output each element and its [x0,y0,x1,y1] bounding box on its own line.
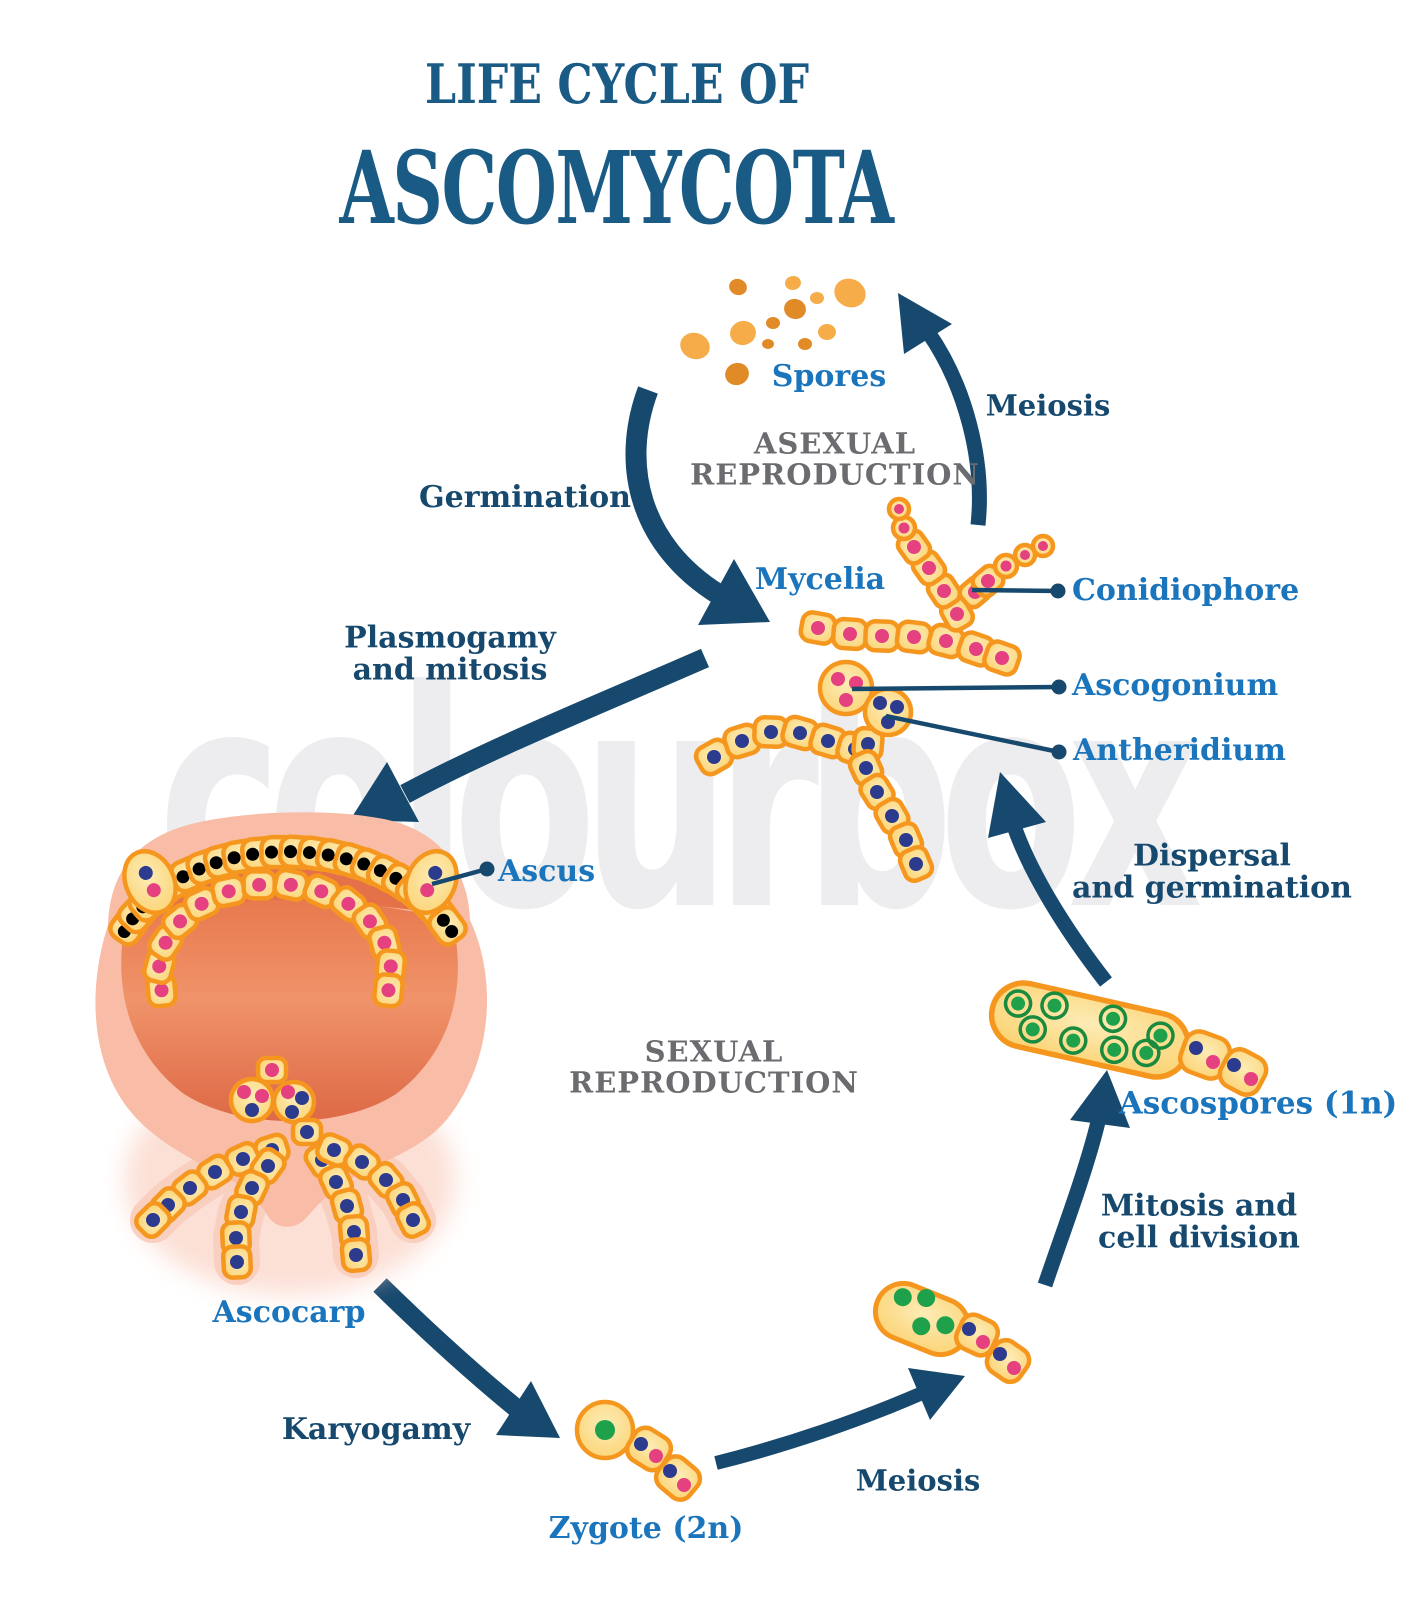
conidiophore-label: Conidiophore [1072,572,1300,608]
sexual-line2: REPRODUCTION [569,1066,859,1100]
ascogonium-leader [851,679,1067,695]
meiosis-bottom-label: Meiosis [855,1463,981,1498]
antheridium-leader [885,713,1067,760]
zygote-illustration [574,1399,703,1502]
asexual-line1: ASEXUAL [753,426,917,461]
dispersal-label: Dispersal and germination [1071,838,1353,906]
dispersal-arrow [988,772,1112,987]
dispersal-line1: Dispersal [1133,838,1291,874]
mitosis-arrow [1037,1070,1130,1288]
mycelia-label: Mycelia [754,561,886,597]
meiosis-bottom-arrow [714,1368,965,1470]
leader-lines [431,583,1067,887]
antheridium-label: Antheridium [1073,732,1286,768]
sexual-reproduction-label: SEXUAL REPRODUCTION [569,1034,859,1100]
spores-illustration [680,275,866,386]
mycelia-illustration [693,496,1056,884]
asexual-reproduction-label: ASEXUAL REPRODUCTION [690,426,980,492]
ascus-leader [431,861,495,887]
germination-arrow [625,386,770,625]
meiosis-top-label: Meiosis [985,388,1111,423]
ascocarp-illustration [95,812,488,1295]
ascospores-illustration [988,980,1269,1097]
plasmogamy-label: Plasmogamy and mitosis [344,620,556,688]
asexual-line2: REPRODUCTION [690,458,980,492]
karyogamy-label: Karyogamy [281,1411,471,1447]
dispersal-line2: and germination [1071,871,1353,906]
meiosis-cells-illustration [872,1281,1032,1385]
karyogamy-arrow [373,1278,560,1438]
germination-label: Germination [419,479,631,515]
diagram-title-line1: LIFE CYCLE OF [424,52,810,116]
spores-label: Spores [771,358,887,394]
cycle-arrows [350,293,1130,1470]
ascogonium-label: Ascogonium [1072,667,1279,703]
ascocarp-label: Ascocarp [212,1294,366,1330]
mitosis-line1: Mitosis and [1100,1188,1298,1224]
zygote-label: Zygote (2n) [548,1510,744,1546]
ascospores-label: Ascospores (1n) [1118,1085,1398,1122]
meiosis-top-arrow [898,293,987,526]
plasmogamy-line2: and mitosis [352,653,548,688]
mitosis-label: Mitosis and cell division [1098,1188,1300,1256]
plasmogamy-arrow [350,648,710,822]
plasmogamy-line1: Plasmogamy [344,620,556,656]
ascus-label: Ascus [498,853,596,889]
diagram-title-line2: ASCOMYCOTA [339,129,893,247]
mitosis-line2: cell division [1098,1221,1300,1256]
sexual-line1: SEXUAL [644,1034,784,1069]
conidiophore-leader [971,583,1066,599]
